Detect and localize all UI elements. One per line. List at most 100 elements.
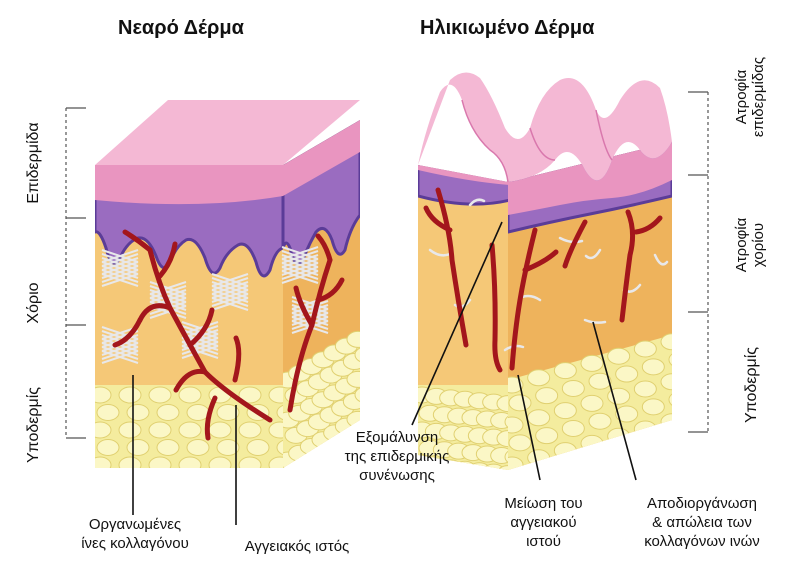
fat-cell	[554, 403, 576, 419]
collagen-bundle	[212, 274, 248, 310]
fat-cell	[157, 405, 179, 421]
fat-cell	[608, 348, 630, 364]
young-front-face	[89, 165, 299, 473]
fat-cell	[661, 334, 683, 350]
aged-hypodermis-label: Υποδερμίς	[743, 347, 761, 423]
fat-cell	[347, 411, 369, 427]
organized-collagen-line-1: Οργανωμένες	[40, 515, 230, 534]
fat-cell	[149, 387, 171, 403]
collagen-bundle	[102, 250, 138, 286]
fat-cell	[247, 440, 269, 456]
fat-cell	[634, 421, 656, 437]
aged-side-face	[501, 130, 691, 475]
fat-cell	[347, 371, 369, 387]
fat-cell	[581, 355, 603, 371]
epidermis-atrophy-line-1: Ατροφία	[733, 57, 750, 137]
aged-layer-bracket	[688, 92, 708, 432]
fat-cell	[589, 413, 611, 429]
fat-cell	[187, 440, 209, 456]
fat-cell	[347, 331, 369, 347]
fat-cell	[239, 457, 261, 473]
young-dermis-label: Χόριο	[25, 282, 43, 323]
young-layer-bracket	[66, 108, 86, 438]
fat-cell	[661, 414, 683, 430]
aged-skin-title: Ηλικιωμένο Δέρμα	[420, 17, 594, 40]
fat-cell	[616, 366, 638, 382]
fat-cell	[119, 457, 141, 473]
fat-cell	[355, 387, 377, 403]
fat-cell	[239, 422, 261, 438]
dermis-atrophy-label: Ατροφία χορίου	[733, 218, 767, 273]
fat-cell	[536, 388, 558, 404]
disorganization-line-2: & απώλεια των	[612, 513, 792, 532]
epidermis-atrophy-label: Ατροφία επιδερμίδας	[733, 57, 767, 137]
fat-cell	[509, 435, 531, 451]
fat-cell	[179, 387, 201, 403]
fat-cell	[669, 392, 691, 408]
disorganization-line-1: Αποδιοργάνωση	[612, 494, 792, 513]
fat-cell	[554, 363, 576, 379]
fat-cell	[581, 435, 603, 451]
fat-cell	[581, 395, 603, 411]
flattening-label: Εξομάλυνση της επιδερμικής συνένωσης	[322, 428, 472, 485]
fat-cell	[89, 422, 111, 438]
epidermis-atrophy-line-2: επιδερμίδας	[750, 57, 767, 137]
fat-cell	[528, 370, 550, 386]
flattening-line-2: της επιδερμικής	[322, 447, 472, 466]
aged-skin-block	[411, 72, 708, 481]
fat-cell	[634, 341, 656, 357]
fat-cell	[562, 380, 584, 396]
fat-cell	[562, 420, 584, 436]
reduced-vascular-line-1: Μείωση του	[486, 494, 601, 513]
fat-cell	[149, 457, 171, 473]
dermis-atrophy-line-2: χορίου	[750, 218, 767, 273]
fat-cell	[179, 457, 201, 473]
fat-cell	[661, 374, 683, 390]
fat-cell	[209, 422, 231, 438]
dermis-atrophy-line-1: Ατροφία	[733, 218, 750, 273]
fat-cell	[89, 457, 111, 473]
fat-cell	[509, 395, 531, 411]
collagen-bundle	[282, 247, 318, 283]
reduced-vascular-line-3: ιστού	[486, 532, 601, 551]
fat-cell	[536, 428, 558, 444]
fat-cell	[642, 359, 664, 375]
fat-cell	[97, 405, 119, 421]
fat-cell	[89, 387, 111, 403]
young-epidermis-label: Επιδερμίδα	[25, 122, 43, 203]
fat-cell	[343, 354, 365, 370]
fat-cell	[127, 405, 149, 421]
fat-cell	[149, 422, 171, 438]
reduced-vascular-line-2: αγγειακού	[486, 513, 601, 532]
young-side-face	[277, 110, 377, 470]
young-skin-title: Νεαρό Δέρμα	[118, 17, 244, 40]
fat-cell	[187, 405, 209, 421]
disorganization-line-3: κολλαγόνων ινών	[612, 532, 792, 551]
fat-cell	[119, 387, 141, 403]
young-skin-block	[66, 100, 377, 473]
fat-cell	[528, 410, 550, 426]
flattening-line-1: Εξομάλυνση	[322, 428, 472, 447]
fat-cell	[157, 440, 179, 456]
organized-collagen-label: Οργανωμένες ίνες κολλαγόνου	[40, 515, 230, 553]
fat-cell	[642, 399, 664, 415]
fat-cell	[483, 464, 505, 480]
organized-collagen-line-2: ίνες κολλαγόνου	[40, 534, 230, 553]
fat-cell	[119, 422, 141, 438]
fat-cell	[634, 381, 656, 397]
vascular-tissue-label: Αγγειακός ιστός	[222, 537, 372, 556]
flattening-line-3: συνένωσης	[322, 466, 472, 485]
fat-cell	[528, 450, 550, 466]
fat-cell	[209, 457, 231, 473]
fat-cell	[355, 347, 377, 363]
fat-cell	[179, 422, 201, 438]
reduced-vascular-label: Μείωση του αγγειακού ιστού	[486, 494, 601, 551]
disorganization-label: Αποδιοργάνωση & απώλεια των κολλαγόνων ι…	[612, 494, 792, 551]
fat-cell	[669, 352, 691, 368]
fat-cell	[343, 394, 365, 410]
fat-cell	[97, 440, 119, 456]
young-epidermis-front	[95, 165, 283, 204]
young-hypodermis-label: Υποδερμίς	[25, 387, 43, 463]
